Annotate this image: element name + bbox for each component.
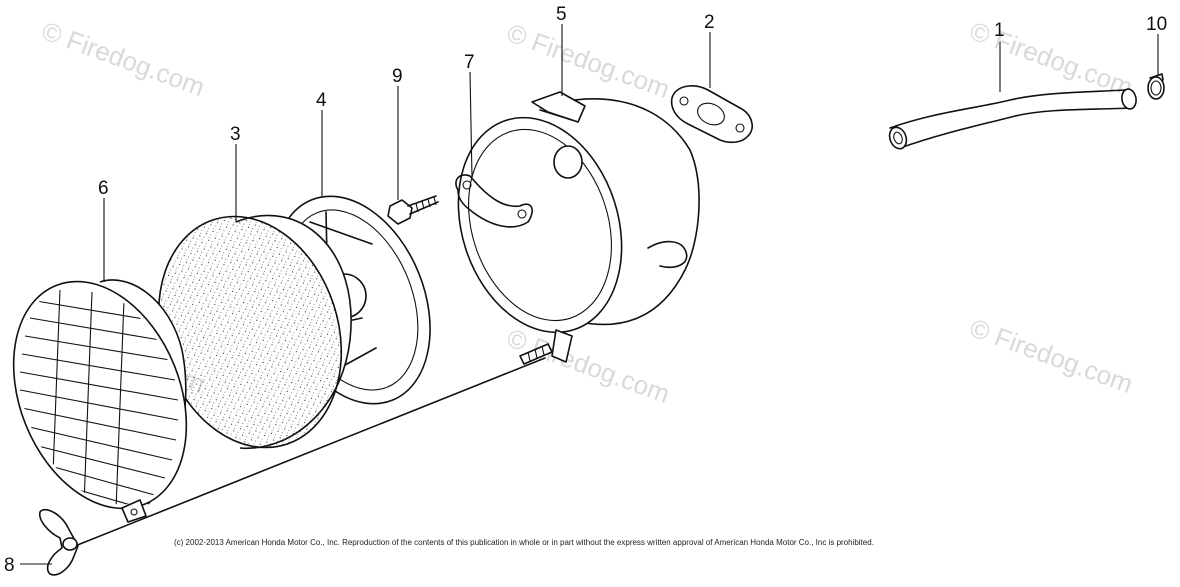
callout-10: 10 [1146,14,1167,35]
part-3-filter-element [157,214,352,449]
callout-6: 6 [98,178,109,199]
watermark: © Firedog.com [503,17,674,104]
leader-lines [20,24,1159,565]
part-10-clip [1147,73,1165,100]
part-5-air-cleaner-case [455,91,700,363]
callout-1: 1 [994,20,1005,41]
watermark: © Firedog.com [966,15,1137,102]
callout-8: 8 [4,555,15,576]
part-9-bolt [387,195,439,225]
part-6-cover [12,279,188,523]
callout-4: 4 [316,90,327,111]
part-8-wing-nut [38,343,553,576]
callout-9: 9 [392,66,403,87]
watermark: © Firedog.com [503,322,674,409]
callouts: 1 2 3 4 5 6 7 8 9 10 [4,4,1167,576]
part-1-breather-tube [888,88,1137,150]
callout-2: 2 [704,12,715,33]
callout-5: 5 [556,4,567,25]
callout-7: 7 [464,52,475,73]
callout-3: 3 [230,124,241,145]
watermark: © Firedog.com [38,15,209,102]
watermark: © Firedog.com [966,312,1137,399]
part-2-gasket [670,85,753,144]
copyright-notice: (c) 2002-2013 American Honda Motor Co., … [174,538,874,547]
